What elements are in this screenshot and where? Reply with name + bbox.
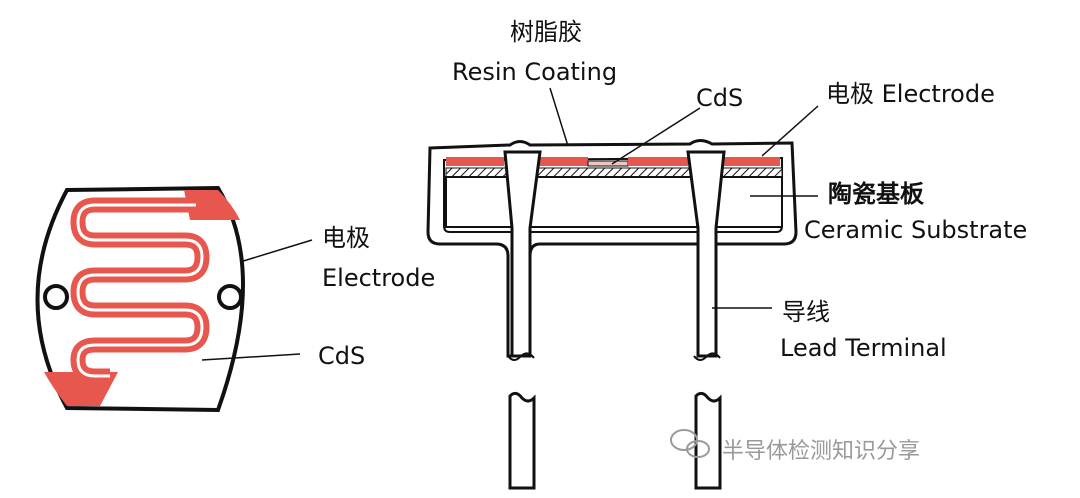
- electrode-strip-2: [538, 157, 588, 166]
- substrate-label-zh: 陶瓷基板: [828, 180, 925, 208]
- left-electrode-en: Electrode: [322, 264, 435, 292]
- lead-stub-right: [694, 391, 722, 490]
- wechat-icon: [670, 429, 710, 458]
- mount-hole-right: [217, 284, 243, 310]
- lead-terminal-left: [503, 150, 542, 358]
- substrate-label-en: Ceramic Substrate: [804, 216, 1027, 244]
- watermark: 半导体检测知识分享: [670, 429, 920, 464]
- resin-label-en: Resin Coating: [452, 58, 617, 86]
- mount-hole-left: [43, 284, 69, 310]
- watermark-text: 半导体检测知识分享: [722, 439, 920, 464]
- electrode-leader: [239, 239, 313, 263]
- cds-layer: [587, 160, 629, 167]
- break-mark-left-top: [507, 352, 535, 361]
- ceramic-substrate: [445, 176, 783, 228]
- electrode-leader-right: [761, 105, 819, 157]
- break-mark-right-top: [693, 352, 721, 361]
- resin-leader: [549, 87, 569, 147]
- electrode-strip-3: [628, 157, 688, 166]
- top-view: 电极 Electrode CdS: [35, 185, 435, 413]
- left-cds-label: CdS: [318, 342, 365, 370]
- cds-gap-line: [76, 203, 204, 378]
- electrode-strip-4: [722, 157, 780, 166]
- lead-label-zh: 导线: [782, 298, 830, 326]
- left-electrode-zh: 电极: [322, 224, 370, 252]
- resin-label-zh: 树脂胶: [510, 18, 582, 46]
- electrode-top-right: [184, 190, 240, 220]
- lead-terminal-right: [686, 150, 726, 358]
- hatched-layer: [445, 167, 783, 178]
- electrode-strip-1: [446, 157, 504, 166]
- electrode-label-right: 电极 Electrode: [826, 80, 995, 108]
- cds-label-right: CdS: [696, 84, 743, 112]
- cross-section: 树脂胶 Resin Coating CdS 电极 Electrode 陶瓷基板 …: [426, 18, 1027, 490]
- lead-label-en: Lead Terminal: [780, 334, 947, 362]
- cds-leader: [201, 353, 301, 361]
- cds-leader-right: [611, 107, 701, 165]
- lead-stub-left: [508, 391, 536, 490]
